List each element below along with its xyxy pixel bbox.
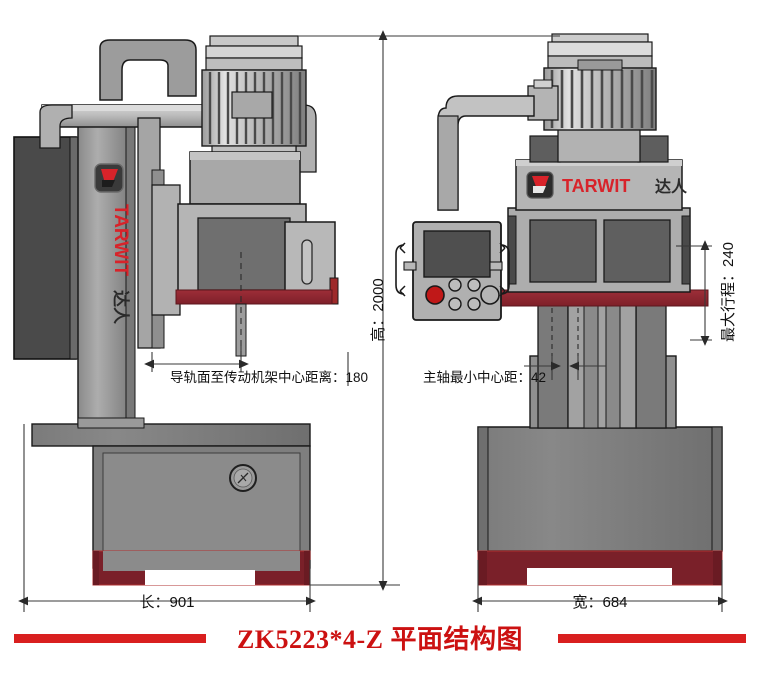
side-view-base xyxy=(31,423,311,586)
brand-text-cn: 达人 xyxy=(655,177,688,196)
spindle-guide-right xyxy=(635,303,667,429)
handle-icon[interactable] xyxy=(301,239,313,285)
housing-window-left xyxy=(529,219,597,283)
control-knob[interactable] xyxy=(467,297,481,311)
dimension-width-label: 宽：684 xyxy=(572,594,627,611)
gearbox-window xyxy=(197,217,291,291)
figure-title: ZK5223*4-Z 平面结构图 xyxy=(237,625,523,654)
brand-text-en: TARWIT xyxy=(562,176,630,196)
base-gauge-icon xyxy=(229,464,257,492)
brand-logo-front: TARWIT 达人 xyxy=(526,171,688,199)
front-view-machine: TARWIT 达人 xyxy=(395,33,723,586)
figure-title-bar: ZK5223*4-Z 平面结构图 xyxy=(14,625,746,654)
drive-motor-front xyxy=(543,33,657,131)
title-rule-right xyxy=(558,634,746,643)
control-knob[interactable] xyxy=(467,278,481,292)
dimension-lines xyxy=(18,30,728,612)
control-knob[interactable] xyxy=(448,278,462,292)
gearbox-upper xyxy=(189,151,301,205)
dimension-max-stroke-label: 最大行程：240 xyxy=(720,242,737,342)
pendant-screen[interactable] xyxy=(423,230,491,278)
top-hood xyxy=(99,39,197,101)
housing-window-right xyxy=(603,219,671,283)
dimension-height-label: 高：2000 xyxy=(370,278,387,341)
control-knob[interactable] xyxy=(448,297,462,311)
brand-badge-icon xyxy=(94,163,124,193)
brand-text-cn: 达人 xyxy=(111,290,131,325)
selector-dial[interactable] xyxy=(480,285,500,305)
dimension-spindle-center-label: 主轴最小中心距：42 xyxy=(423,370,546,385)
dimension-length-label: 长：901 xyxy=(139,594,194,611)
front-view-base xyxy=(477,426,723,586)
dimension-rail-center-label: 导轨面至传动机架中心距离：180 xyxy=(170,369,368,385)
brand-logo-side: TARWIT 达人 xyxy=(94,163,131,325)
brand-badge-icon xyxy=(526,171,554,199)
brand-text-en: TARWIT xyxy=(110,204,131,277)
arm-elbow-left xyxy=(39,104,73,149)
side-view-machine: TARWIT 达人 xyxy=(13,35,339,586)
emergency-stop-button[interactable] xyxy=(425,285,445,305)
electrical-cabinet xyxy=(13,136,77,360)
drive-motor-side xyxy=(201,35,307,159)
title-rule-left xyxy=(14,634,206,643)
control-pendant[interactable] xyxy=(395,221,510,321)
work-table xyxy=(175,289,333,305)
